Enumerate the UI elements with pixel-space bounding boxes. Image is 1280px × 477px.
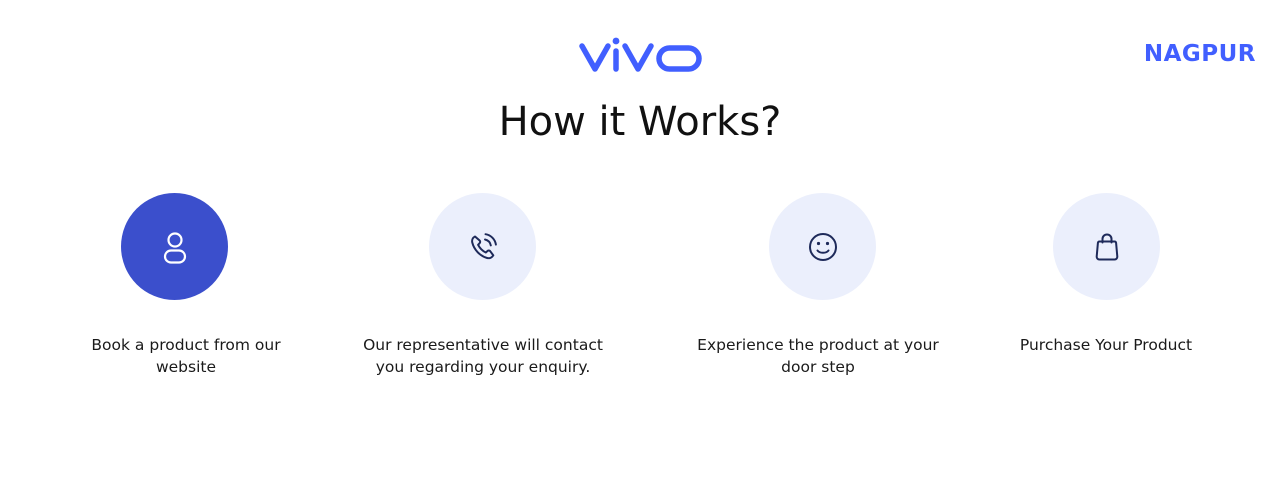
shopping-bag-icon [1095, 233, 1118, 260]
step-text: Our representative will contact you rega… [363, 336, 603, 376]
phone-call-icon [470, 232, 497, 259]
smile-icon [808, 232, 837, 261]
step-text: Book a product from our website [91, 336, 281, 376]
step-text: Purchase Your Product [1019, 336, 1193, 354]
step-text: Experience the product at your door step [697, 336, 939, 376]
step-icon-circle[interactable] [429, 193, 536, 300]
city-label: NAGPUR [1143, 41, 1256, 67]
header: NAGPUR [0, 0, 1280, 100]
vivo-logo[interactable] [578, 32, 703, 76]
user-icon [163, 231, 186, 264]
step-icon-circle[interactable] [1053, 193, 1160, 300]
step-icon-circle[interactable] [121, 193, 228, 300]
step-icon-circle[interactable] [769, 193, 876, 300]
page-title: How it Works? [498, 99, 782, 145]
